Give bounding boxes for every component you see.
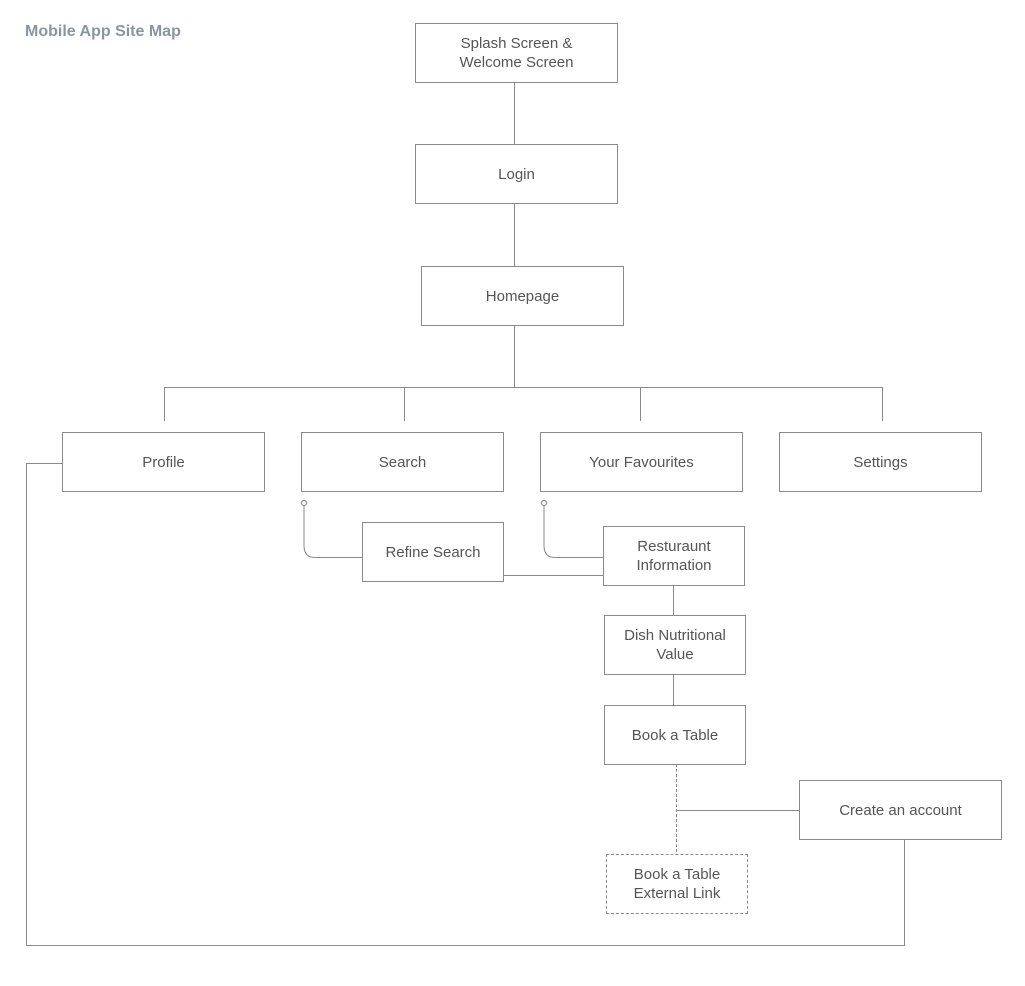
connector-favourites-restaurant [543, 505, 603, 558]
node-book-a-table: Book a Table [604, 705, 746, 765]
node-dish-nutritional-value-label: Dish Nutritional Value [624, 627, 726, 663]
node-your-favourites-label: Your Favourites [589, 453, 694, 471]
node-profile: Profile [62, 432, 265, 492]
node-your-favourites: Your Favourites [540, 432, 743, 492]
node-search-label: Search [378, 453, 427, 471]
node-restaurant-information-label: Resturaunt Information [636, 538, 712, 574]
node-settings-label: Settings [853, 453, 908, 471]
connector-favourites-origin-dot [540, 499, 548, 507]
node-create-an-account: Create an account [799, 780, 1002, 840]
node-login: Login [415, 144, 618, 204]
node-homepage-label: Homepage [485, 287, 560, 305]
node-search: Search [301, 432, 504, 492]
node-splash-screen-label: Splash Screen & Welcome Screen [459, 35, 574, 71]
node-profile-label: Profile [142, 453, 185, 471]
node-book-a-table-external-link-label: Book a Table External Link [633, 866, 721, 902]
node-restaurant-information: Resturaunt Information [603, 526, 745, 586]
node-login-label: Login [498, 165, 535, 183]
node-splash-screen: Splash Screen & Welcome Screen [415, 23, 618, 83]
node-refine-search: Refine Search [362, 522, 504, 582]
diagram-title: Mobile App Site Map [25, 23, 181, 40]
node-homepage: Homepage [421, 266, 624, 326]
node-settings: Settings [779, 432, 982, 492]
node-book-a-table-external-link: Book a Table External Link [606, 854, 748, 914]
node-create-an-account-label: Create an account [839, 801, 962, 819]
connector-profile-account-loop [26, 463, 905, 946]
connector-search-refine [303, 505, 362, 558]
node-refine-search-label: Refine Search [385, 543, 481, 561]
connector-search-origin-dot [300, 499, 308, 507]
node-dish-nutritional-value: Dish Nutritional Value [604, 615, 746, 675]
node-book-a-table-label: Book a Table [631, 726, 719, 744]
